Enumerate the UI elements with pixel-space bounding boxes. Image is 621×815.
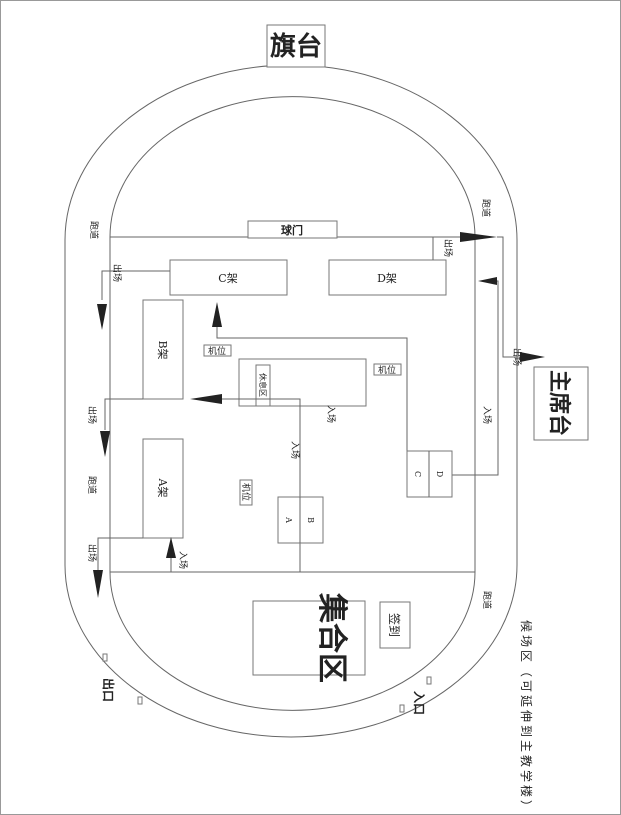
camera-label: 机位 — [240, 483, 252, 501]
rack-a: A架 — [142, 438, 184, 539]
rack-c: C架 — [169, 259, 288, 296]
checkin-label: 签到 — [387, 613, 402, 637]
racks-d-label: D架 — [377, 272, 397, 285]
goal-box: 球门 — [247, 220, 338, 239]
camera-position-1: 机位 — [203, 344, 232, 357]
racks-b-label: B架 — [156, 340, 169, 359]
checkin-box: 签到 — [379, 601, 411, 649]
exit-label: 出场 — [86, 406, 98, 424]
enter-label: 入场 — [177, 551, 188, 569]
rack-b: B架 — [142, 299, 184, 400]
flag-stage: 旗台 — [266, 24, 326, 68]
goal-label: 球门 — [281, 223, 303, 237]
rack-d: D架 — [328, 259, 447, 296]
box-c-d: C D — [406, 450, 453, 498]
enter-label: 入场 — [325, 405, 336, 423]
waiting-area-label: 候场区（可延伸到主教学楼） — [519, 620, 534, 815]
track-label: 跑道 — [88, 221, 100, 239]
box-a-b: A B — [277, 496, 324, 544]
track-label: 跑道 — [481, 591, 493, 609]
outer-track — [64, 64, 518, 738]
exit-label: 出场 — [111, 264, 123, 282]
camera-label: 机位 — [208, 345, 226, 357]
racks-c-label: C架 — [218, 272, 237, 285]
exit-label: 出场 — [86, 544, 98, 562]
rest-area: 休息区 — [238, 358, 367, 407]
racks-a-label: A架 — [156, 478, 169, 498]
exit-gate-label: 出口 — [101, 678, 116, 702]
assembly-label: 集合区 — [314, 592, 349, 683]
small-boxes-b-label: B — [306, 517, 315, 523]
title-flag-label: 旗台 — [270, 31, 322, 62]
exit-label: 出场 — [511, 348, 523, 366]
main-stand: 主席台 — [533, 366, 589, 441]
assembly-area: 集合区 — [252, 592, 366, 683]
title-stand-label: 主席台 — [546, 370, 572, 436]
track-label: 跑道 — [480, 199, 492, 217]
track-label: 跑道 — [86, 476, 98, 494]
small-boxes-a-label: A — [284, 516, 293, 523]
small-boxes-c-label: C — [413, 471, 422, 477]
rest-area-label: 休息区 — [258, 373, 268, 397]
camera-label: 机位 — [378, 364, 396, 376]
small-boxes-d-label: D — [435, 471, 444, 477]
exit-label: 出场 — [442, 239, 454, 257]
enter-label: 入场 — [481, 406, 492, 424]
enter-label: 入场 — [289, 441, 300, 459]
camera-position-3: 机位 — [239, 479, 253, 506]
camera-position-2: 机位 — [373, 363, 402, 376]
entrance-gate-label: 入口 — [412, 691, 426, 715]
